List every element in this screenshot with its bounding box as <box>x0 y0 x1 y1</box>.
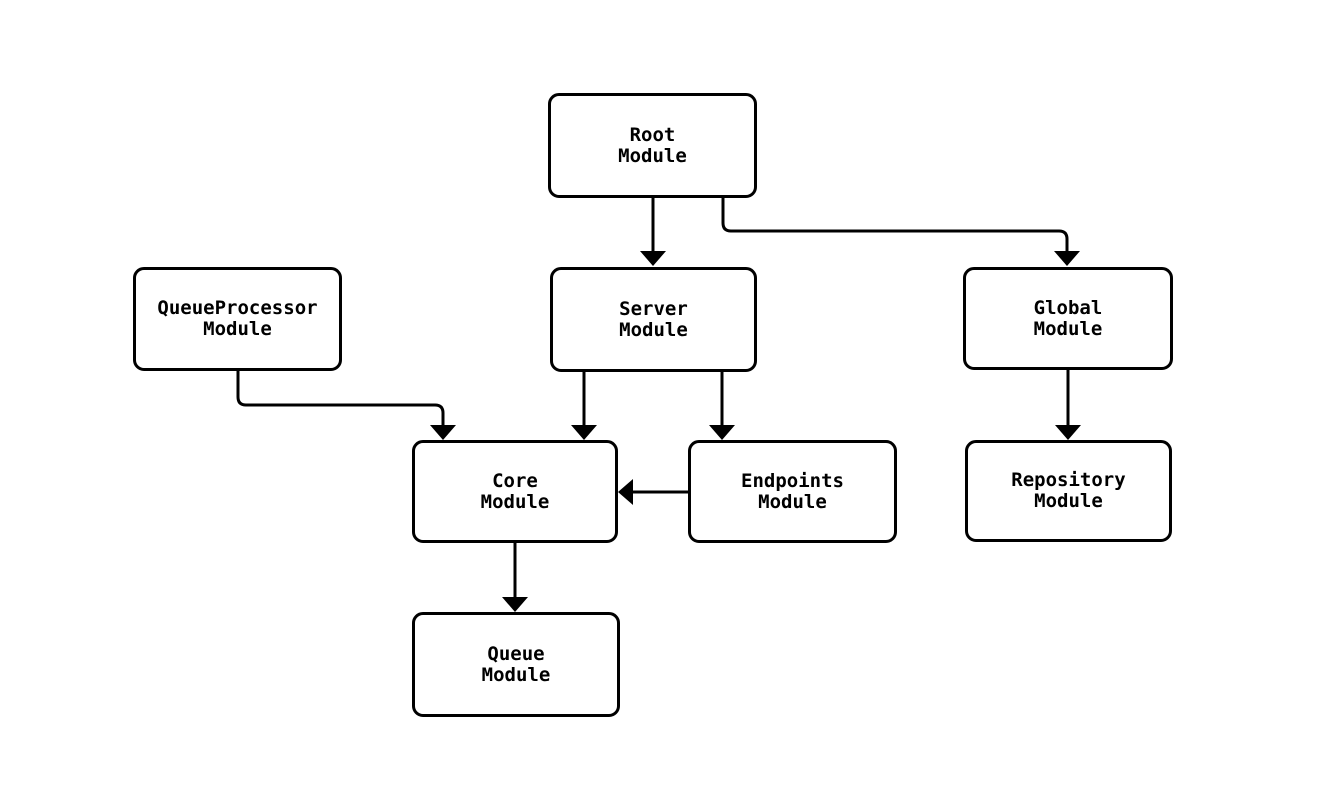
node-server-module: Server Module <box>550 267 757 372</box>
node-queue-module: Queue Module <box>412 612 620 717</box>
node-queue-module-label: Queue Module <box>481 642 551 686</box>
arrowhead-global-to-repository <box>1055 425 1081 440</box>
arrowhead-queueprocessor-to-core <box>430 425 456 440</box>
arrowhead-endpoints-to-core <box>618 479 633 505</box>
node-global-module: Global Module <box>963 267 1173 370</box>
arrowhead-server-to-core <box>571 425 597 440</box>
node-global-module-label: Global Module <box>1033 296 1103 340</box>
node-core-module: Core Module <box>412 440 618 543</box>
arrowhead-root-to-server <box>640 251 666 266</box>
edge-root-to-global <box>721 198 1069 253</box>
node-root-module: Root Module <box>548 93 757 198</box>
arrowhead-server-to-endpoints <box>709 425 735 440</box>
node-endpoints-module-label: Endpoints Module <box>741 469 844 513</box>
edge-queueprocessor-to-core <box>236 371 445 427</box>
arrowhead-core-to-queue <box>502 597 528 612</box>
node-server-module-label: Server Module <box>619 297 688 341</box>
node-queueprocessor-module: QueueProcessor Module <box>133 267 342 371</box>
node-root-module-label: Root Module <box>618 123 687 167</box>
node-endpoints-module: Endpoints Module <box>688 440 897 543</box>
node-core-module-label: Core Module <box>480 469 550 513</box>
node-repository-module: Repository Module <box>965 440 1172 542</box>
node-queueprocessor-module-label: QueueProcessor Module <box>157 297 318 340</box>
node-repository-module-label: Repository Module <box>1011 469 1126 512</box>
arrowhead-root-to-global <box>1054 251 1080 266</box>
